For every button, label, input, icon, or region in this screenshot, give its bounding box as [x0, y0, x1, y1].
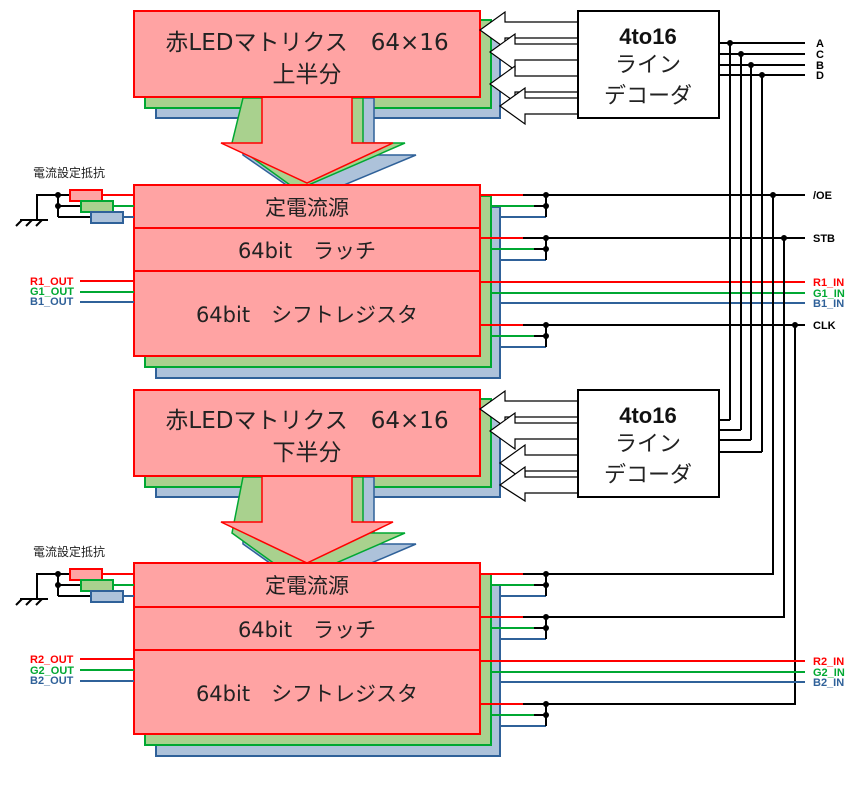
signal-label-stb: STB: [813, 233, 835, 245]
lower-r-in-label: R2_IN: [813, 656, 844, 668]
upper-resistor-green: [80, 200, 114, 213]
lower-stb-connection: [480, 614, 549, 640]
upper-resistor-blue: [90, 211, 124, 224]
junction-dot: [781, 235, 787, 241]
upper-resistor-red: [69, 189, 103, 202]
upper-oe-connection: [480, 192, 805, 218]
lower-latch-label: 64bit ラッチ: [238, 618, 376, 642]
lower-resistor-label: 電流設定抵抗: [33, 544, 105, 559]
lower-decoder-arrows: [478, 389, 579, 503]
control-bus: [546, 195, 796, 705]
junction-dot: [55, 203, 61, 209]
junction-dot: [55, 192, 61, 198]
upper-decoder-line2: デコーダ: [604, 84, 692, 109]
upper-decoder-arrows: [478, 10, 579, 126]
address-bus: [719, 42, 805, 453]
upper-b-in-label: B1_IN: [813, 298, 844, 310]
lower-resistor-blue: [90, 590, 124, 603]
junction-dot: [759, 72, 765, 78]
junction-dot: [748, 62, 754, 68]
upper-r-in-label: R1_IN: [813, 277, 844, 289]
upper-b-out-label: B1_OUT: [30, 296, 74, 308]
upper-shift-register-label: 64bit シフトレジスタ: [196, 303, 418, 327]
junction-dot: [727, 40, 733, 46]
lower-decoder: 4to16 ライン デコーダ: [577, 389, 720, 498]
lower-r-out-label: R2_OUT: [30, 654, 74, 666]
upper-section: 赤LEDマトリクス 64×16 上半分 定電流源 64bit ラッチ 64bit…: [15, 10, 805, 379]
junction-dot: [55, 582, 61, 588]
signal-label-d: D: [816, 70, 824, 82]
upper-latch-label: 64bit ラッチ: [238, 239, 376, 263]
lower-data-in-lines: [480, 660, 805, 683]
lower-g-out-label: G2_OUT: [30, 665, 74, 677]
lower-current-source-label: 定電流源: [265, 574, 349, 598]
signal-label-c: C: [816, 49, 824, 61]
upper-current-source-label: 定電流源: [265, 196, 349, 220]
upper-matrix-subtitle: 上半分: [273, 62, 342, 88]
lower-decoder-line2: デコーダ: [604, 463, 692, 488]
lower-matrix-title: 赤LEDマトリクス 64×16: [165, 408, 448, 434]
upper-resistor-label: 電流設定抵抗: [33, 165, 105, 180]
upper-data-in-lines: [480, 281, 805, 304]
lower-b-out-label: B2_OUT: [30, 675, 74, 687]
signal-label-a: A: [816, 38, 824, 50]
upper-clk-connection: [480, 322, 805, 348]
lower-driver-red-layer: [133, 562, 481, 735]
lower-decoder-line1: ライン: [615, 432, 681, 457]
upper-r-out-label: R1_OUT: [30, 276, 74, 288]
signal-label-oe: /OE: [813, 190, 832, 202]
upper-decoder-line1: ライン: [615, 53, 681, 78]
lower-b-in-label: B2_IN: [813, 677, 844, 689]
junction-dot: [792, 322, 798, 328]
lower-resistor-green: [80, 579, 114, 592]
lower-oe-connection: [480, 571, 549, 597]
lower-section: 赤LEDマトリクス 64×16 下半分 定電流源 64bit ラッチ 64bit…: [15, 389, 805, 757]
upper-stb-connection: [480, 235, 805, 261]
upper-matrix-title: 赤LEDマトリクス 64×16: [165, 30, 448, 56]
lower-resistor-red: [69, 568, 103, 581]
upper-arrow-red-layer: [220, 96, 394, 184]
junction-dot: [770, 192, 776, 198]
upper-decoder-title: 4to16: [619, 24, 676, 49]
junction-dot: [55, 571, 61, 577]
lower-shift-register-label: 64bit シフトレジスタ: [196, 682, 418, 706]
upper-decoder: 4to16 ライン デコーダ: [577, 10, 720, 119]
junction-dot: [738, 51, 744, 57]
signal-label-b: B: [816, 60, 824, 72]
upper-g-out-label: G1_OUT: [30, 286, 74, 298]
lower-arrow-red-layer: [220, 475, 394, 564]
signal-label-clk: CLK: [813, 320, 836, 332]
lower-matrix-red-layer: [133, 389, 481, 477]
upper-matrix-red-layer: [133, 10, 481, 98]
lower-decoder-title: 4to16: [619, 403, 676, 428]
lower-matrix-subtitle: 下半分: [273, 440, 342, 466]
lower-clk-connection: [480, 701, 549, 727]
upper-g-in-label: G1_IN: [813, 288, 845, 300]
lower-g-in-label: G2_IN: [813, 667, 845, 679]
